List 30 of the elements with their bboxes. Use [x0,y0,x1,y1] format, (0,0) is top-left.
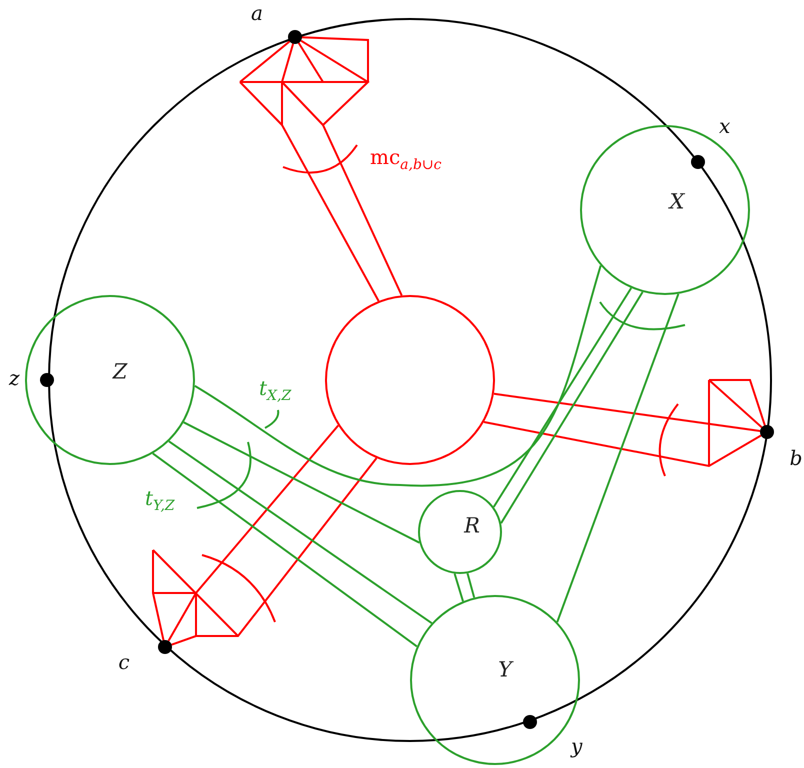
connector-line [500,291,644,524]
node-label: Z [112,362,128,382]
point-label: a [251,3,263,23]
connector-line [152,452,418,648]
connector-line [194,265,602,486]
point-label: c [118,652,130,672]
connector-line [466,573,476,598]
connector-line [454,573,464,602]
connector-line [492,287,632,508]
annotation-label: z [9,368,20,388]
connector-line [168,424,339,642]
annotation-label: y [571,736,582,756]
connector-line [556,294,680,622]
annotation-label: x [719,116,730,136]
node-label: Y [498,660,512,680]
annotation-label: mc$_{a,b∪c}$ [370,147,442,172]
connector-line [494,392,760,432]
annotation-label: t$_{X,Z}$ [259,378,292,403]
circle-node [418,490,502,574]
node-label: R [464,516,480,536]
annotation-label: t$_{Y,Z}$ [145,488,175,513]
node-label: X [670,192,684,212]
connector-line [168,440,432,624]
circle-node [325,295,495,465]
connector-line [171,457,378,646]
connector-line [281,43,380,302]
point-label: b [790,448,802,468]
connector-line [183,421,420,544]
connector-line [300,40,403,296]
connector-line [484,421,762,468]
